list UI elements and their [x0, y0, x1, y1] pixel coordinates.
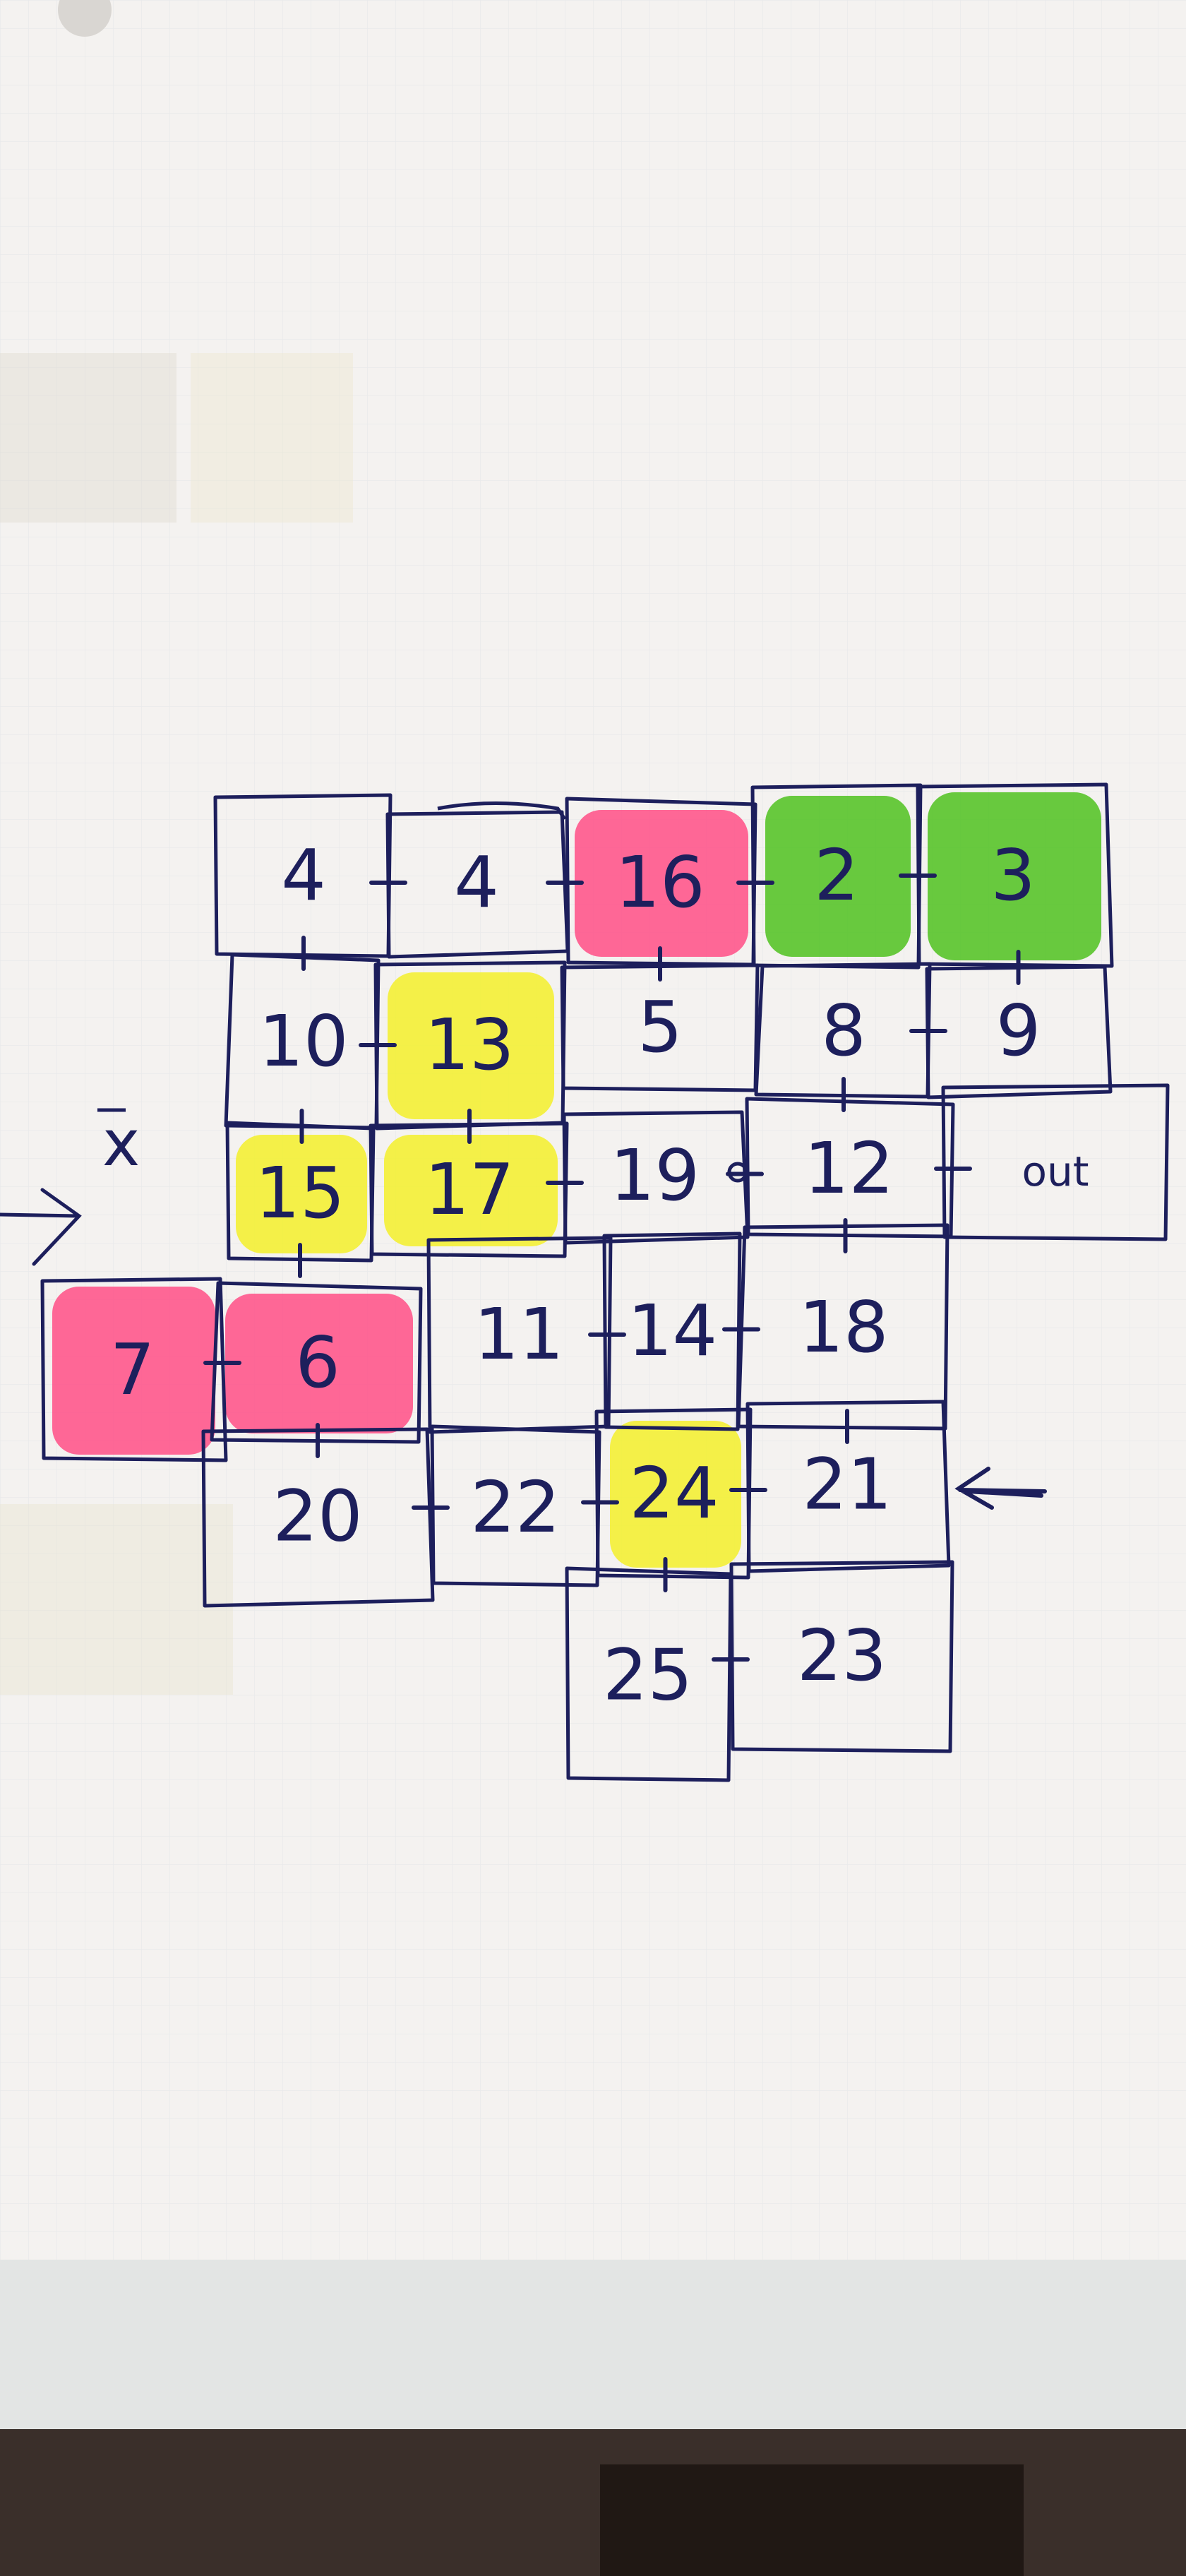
- floor-shadow: [600, 2464, 1024, 2576]
- highlight-green-c2: [765, 796, 911, 957]
- cell-label-c2: 2: [814, 834, 859, 917]
- cell-box-c14: [602, 1232, 742, 1431]
- cell-label-c6: 6: [295, 1321, 340, 1404]
- cell-box-c7: [40, 1277, 228, 1462]
- cell-label-c4b: 4: [454, 841, 499, 924]
- cell-label-c17: 17: [424, 1148, 514, 1231]
- cell-box-c24: [594, 1407, 753, 1580]
- cell-box-c9: [925, 965, 1113, 1099]
- highlight-yellow-c13: [388, 972, 554, 1119]
- cell-box-c21: [745, 1400, 951, 1573]
- cell-box-c25: [565, 1566, 733, 1782]
- cell-box-c15: [225, 1121, 376, 1263]
- cell-box-c17: [369, 1121, 569, 1258]
- overline-scribble: [437, 801, 567, 821]
- cell-box-c6: [210, 1281, 423, 1444]
- cell-label-c9: 9: [996, 989, 1041, 1072]
- cell-label-c3: 3: [990, 834, 1036, 917]
- cell-box-c20: [201, 1427, 435, 1608]
- cell-label-c20: 20: [272, 1475, 362, 1558]
- highlight-pink-c16: [575, 810, 748, 957]
- cell-label-cout: out: [1022, 1147, 1089, 1195]
- cell-label-c11: 11: [474, 1293, 563, 1376]
- cell-label-c15: 15: [255, 1152, 345, 1234]
- highlight-yellow-c24: [610, 1421, 741, 1568]
- bleed-through-smudge: [0, 1504, 233, 1695]
- cell-label-c18: 18: [798, 1286, 888, 1368]
- cell-box-c3: [916, 782, 1114, 968]
- side-x-mark: x: [102, 1107, 140, 1181]
- cell-label-c13: 13: [424, 1003, 514, 1086]
- cell-label-c21: 21: [802, 1443, 892, 1526]
- cell-label-c16: 16: [615, 841, 705, 924]
- cell-label-c4a: 4: [281, 834, 326, 917]
- bleed-through-smudge: [191, 353, 353, 523]
- cell-box-c23: [729, 1560, 954, 1753]
- cell-label-c24: 24: [629, 1452, 719, 1534]
- cell-label-c12: 12: [804, 1127, 894, 1210]
- highlight-yellow-c17: [384, 1135, 558, 1246]
- cell-box-c2: [750, 783, 923, 970]
- highlight-green-c3: [928, 792, 1101, 960]
- cell-label-c8: 8: [821, 989, 866, 1072]
- cell-box-c22: [430, 1424, 601, 1587]
- cell-box-c19: [562, 1110, 750, 1245]
- cell-label-c14: 14: [628, 1289, 717, 1372]
- cell-label-c10: 10: [258, 1000, 348, 1083]
- cell-label-c7: 7: [110, 1328, 155, 1411]
- highlight-yellow-c15: [236, 1135, 367, 1253]
- left-entry-arrow: [0, 1188, 82, 1266]
- table-surface: [0, 2260, 1186, 2436]
- cell-label-c22: 22: [470, 1466, 560, 1549]
- binder-hole: [58, 0, 112, 37]
- cell-box-cout: [941, 1083, 1170, 1241]
- cell-label-c23: 23: [797, 1614, 887, 1697]
- small-circle-mark: [727, 1162, 748, 1183]
- cell-label-c5: 5: [637, 986, 683, 1068]
- bleed-through-smudge: [0, 353, 176, 523]
- cell-label-c25: 25: [603, 1634, 693, 1717]
- highlight-pink-c6: [225, 1294, 413, 1433]
- highlight-pink-c7: [52, 1287, 215, 1455]
- paper-grid: [0, 0, 1186, 2260]
- cell-label-c19: 19: [610, 1134, 700, 1217]
- right-marker-arrow: [954, 1467, 1047, 1510]
